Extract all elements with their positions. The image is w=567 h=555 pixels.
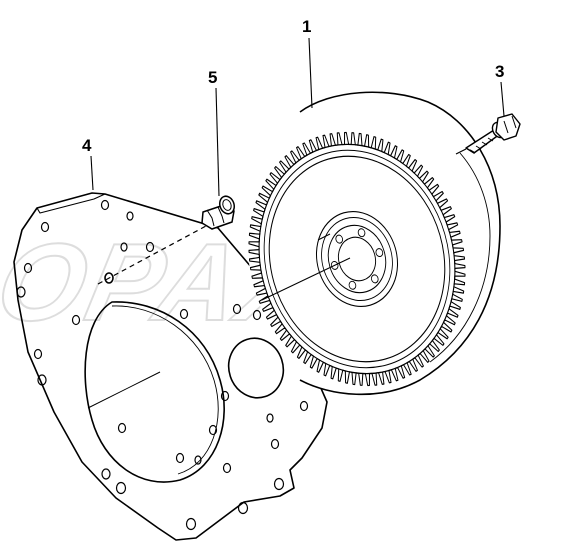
- callout-5: 5: [208, 68, 217, 87]
- flywheel-bolt: [455, 113, 521, 155]
- dowel-plug: [201, 195, 236, 230]
- leader-3: [500, 81, 505, 117]
- dowel-alignment-line: [97, 225, 207, 285]
- adapter-plate-small-opening: [227, 337, 285, 399]
- adapter-plate-large-opening: [84, 301, 225, 483]
- callout-1: 1: [302, 17, 311, 36]
- callout-4: 4: [82, 136, 92, 155]
- callout-3: 3: [495, 62, 504, 81]
- flywheel-ring-gear: [248, 131, 466, 387]
- leader-1: [308, 37, 313, 109]
- flywheel-hub-bolt-holes: [330, 228, 384, 290]
- leader-5: [215, 87, 220, 197]
- callouts: 1 3 4 5: [82, 17, 504, 155]
- flywheel: [248, 91, 501, 396]
- callout-leaders: [90, 37, 505, 197]
- adapter-plate-holes: [16, 199, 309, 531]
- leader-4: [90, 155, 94, 191]
